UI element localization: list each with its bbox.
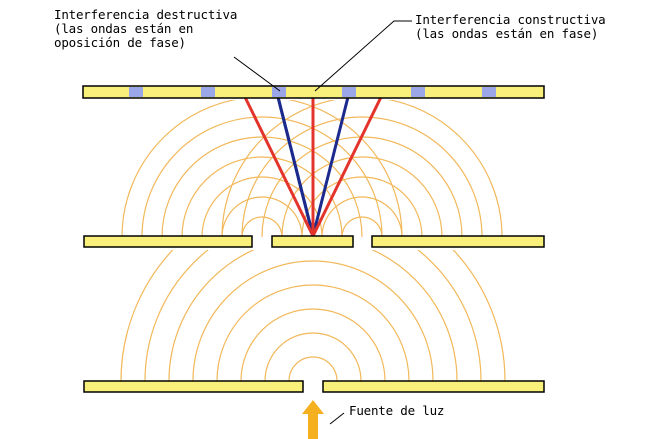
screen-spot-5 (411, 87, 425, 97)
source-wavefront-5 (193, 261, 433, 381)
constructive-label-line-2: (las ondas están en fase) (415, 27, 605, 41)
source-wavefront-1 (289, 357, 337, 381)
double-slit-barrier-left (84, 236, 252, 247)
constructive-ray-right (313, 93, 383, 236)
constructive-leader-line (315, 21, 412, 91)
screen-spot-6 (482, 87, 496, 97)
label-leader-lines (234, 21, 412, 424)
light-source-arrow (302, 400, 324, 439)
screen-spot-4 (342, 87, 356, 97)
screen-spot-3 (272, 87, 286, 97)
screen-bar (83, 86, 544, 98)
destructive-label-line-1: Interferencia destructiva (54, 8, 237, 22)
source-wavefront-3 (241, 309, 385, 381)
double-slit-barrier (84, 236, 544, 247)
constructive-label-line-1: Interferencia constructiva (415, 13, 605, 27)
constructive-interference-label: Interferencia constructiva (las ondas es… (415, 13, 605, 41)
single-slit-barrier-right (323, 381, 544, 392)
destructive-label-line-2: (las ondas están en (54, 22, 237, 36)
source-leader-line (330, 413, 344, 424)
destructive-interference-label: Interferencia destructiva (las ondas est… (54, 8, 237, 50)
light-source-label: Fuente de luz (349, 404, 444, 418)
destructive-ray-center-right (313, 93, 349, 236)
left-slit-wavefront-5 (162, 137, 362, 237)
single-slit-barrier (84, 381, 544, 392)
destructive-label-line-3: oposición de fase) (54, 36, 237, 50)
screen (83, 86, 544, 98)
single-slit-barrier-left (84, 381, 303, 392)
screen-spot-1 (129, 87, 143, 97)
screen-spot-2 (201, 87, 215, 97)
double-slit-barrier-center (272, 236, 353, 247)
double-slit-barrier-right (372, 236, 544, 247)
constructive-ray-left (243, 93, 313, 236)
light-source-label-text: Fuente de luz (349, 404, 444, 418)
